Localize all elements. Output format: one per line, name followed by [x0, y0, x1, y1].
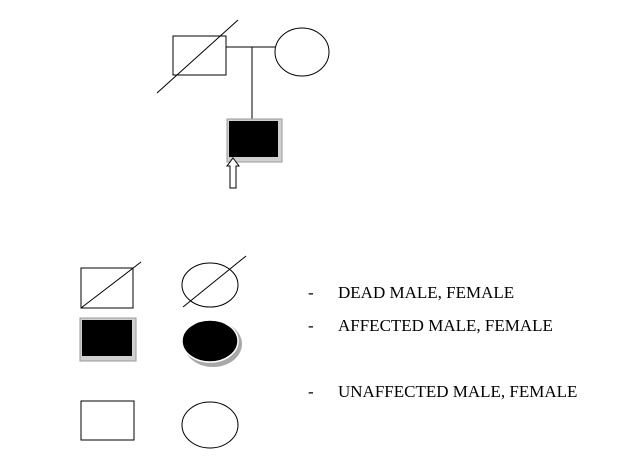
proband-affected-male-symbol [226, 118, 283, 163]
legend-dash-affected: - [308, 316, 314, 335]
legend-dead-male-symbol [80, 261, 142, 309]
mother-unaffected-female-symbol [274, 27, 330, 77]
legend-dash-dead: - [308, 283, 314, 302]
father-dead-male-symbol [156, 19, 239, 94]
legend-affected-female-symbol [181, 319, 242, 367]
legend-dead-female-symbol [181, 255, 247, 308]
legend-unaffected-female-symbol [181, 401, 239, 449]
legend-label-unaffected: UNAFFECTED MALE, FEMALE [338, 382, 577, 401]
legend: - DEAD MALE, FEMALE - AFFECTED MALE, FEM… [79, 255, 577, 449]
legend-label-dead: DEAD MALE, FEMALE [338, 283, 514, 302]
proband-arrow-icon [226, 157, 240, 189]
legend-dash-unaffected: - [308, 382, 314, 401]
legend-unaffected-male-symbol [80, 400, 135, 441]
legend-label-affected: AFFECTED MALE, FEMALE [338, 316, 553, 335]
pedigree-family [156, 19, 330, 189]
legend-affected-male-symbol [79, 317, 137, 362]
